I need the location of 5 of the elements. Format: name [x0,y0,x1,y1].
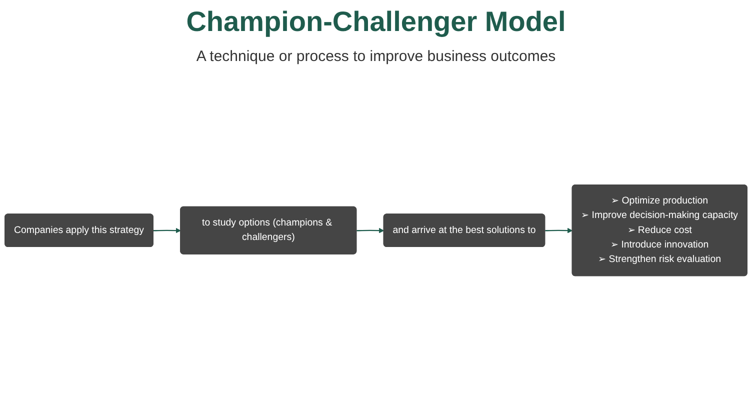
arrow [545,228,573,233]
subtitle: A technique or process to improve business outcomes [195,48,557,65]
arrow [153,228,181,233]
title: Champion-Challenger Model [185,6,567,38]
arrow [356,228,384,233]
